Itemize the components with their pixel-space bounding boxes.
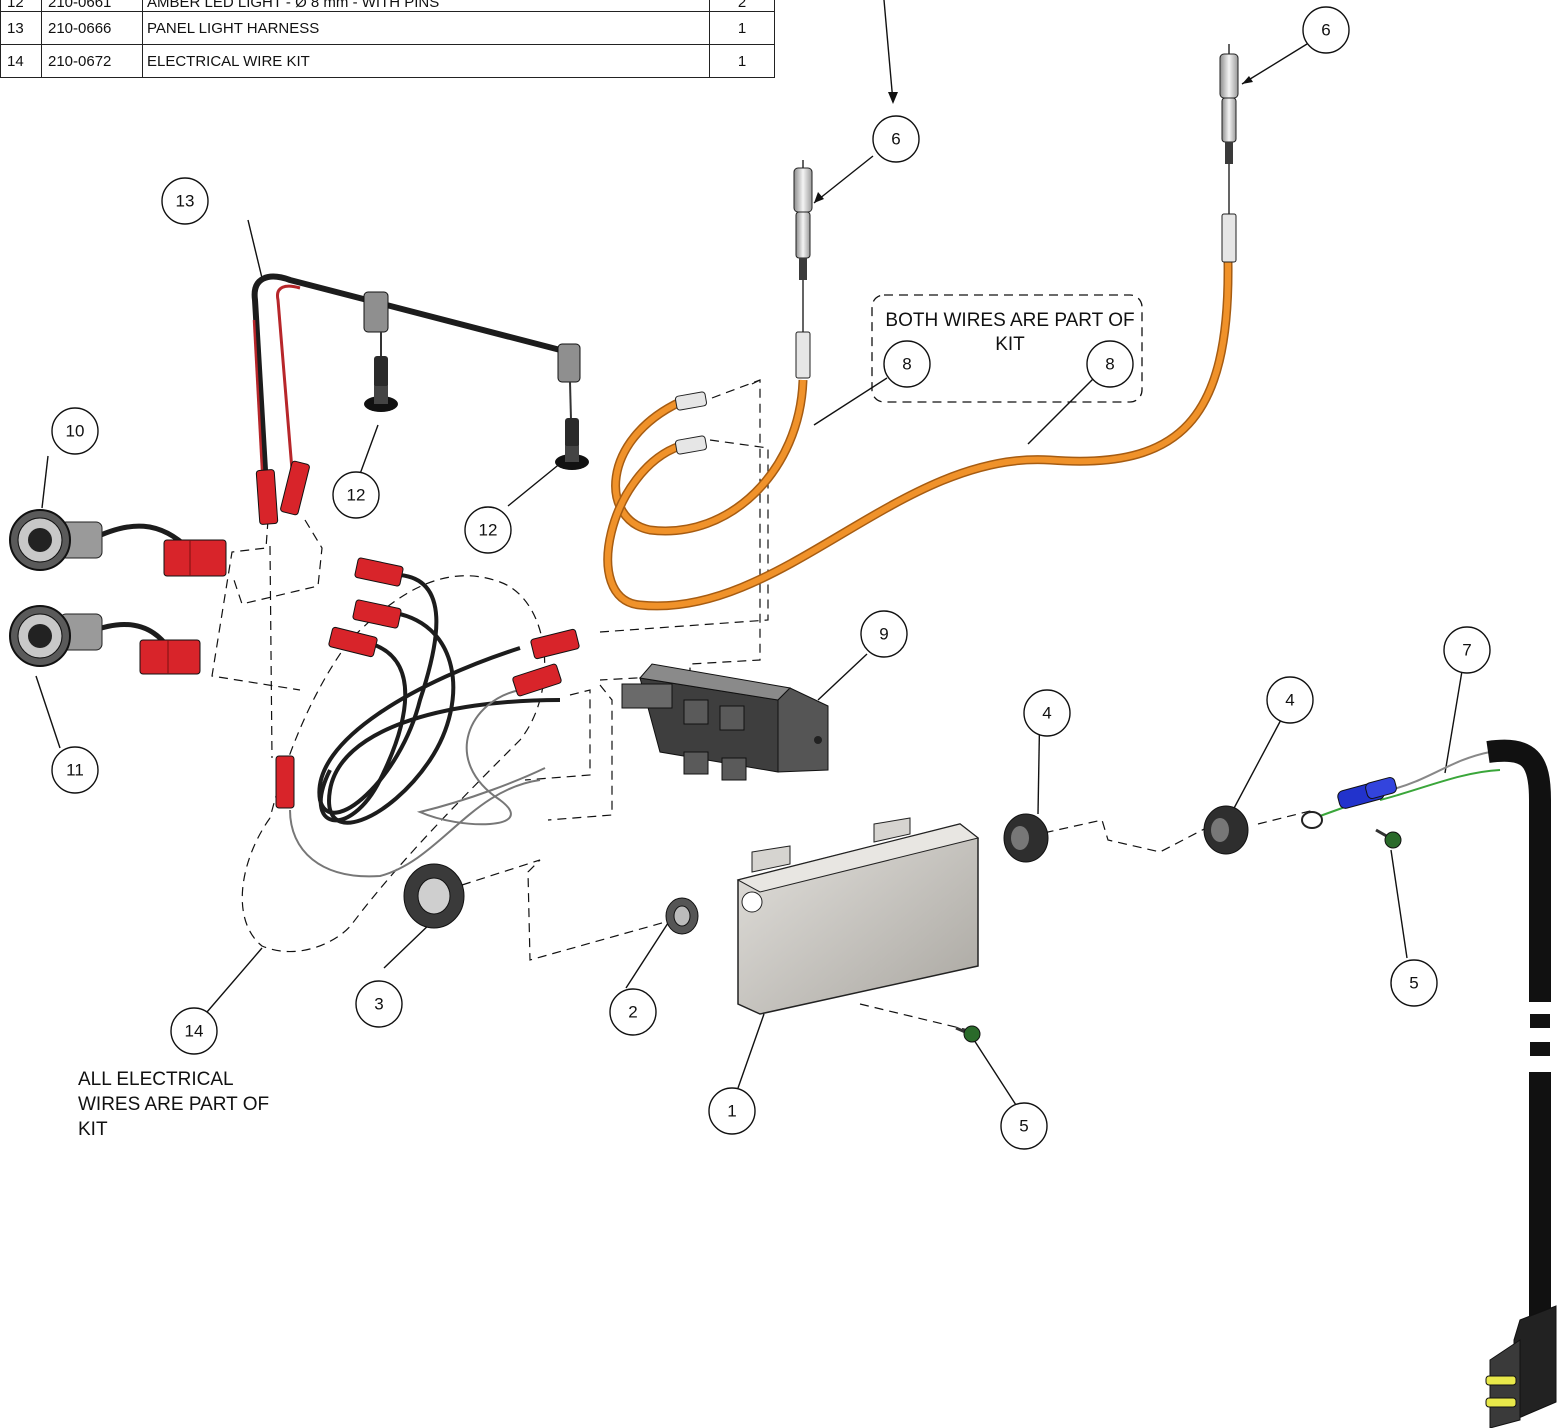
callout-label: 12 <box>347 486 366 505</box>
callout-balloons <box>51 6 1491 1150</box>
callout-label: 5 <box>1409 974 1418 993</box>
spark-ignitor <box>621 663 829 781</box>
callout-12 <box>332 471 380 519</box>
callout-label: 8 <box>1105 355 1114 374</box>
kit-note-all-wires: ALL ELECTRICAL WIRES ARE PART OF KIT <box>78 1069 270 1140</box>
part-quantity: 1 <box>709 11 775 45</box>
power-plug <box>1485 1305 1557 1428</box>
callout-label: 6 <box>1321 21 1330 40</box>
kit-note-both-wires: BOTH WIRES ARE PART OF KIT <box>885 310 1135 355</box>
callout-label: 7 <box>1462 641 1471 660</box>
callout-6 <box>872 115 920 163</box>
callout-label: 8 <box>902 355 911 374</box>
leader-lines <box>35 0 1464 1106</box>
callout-11 <box>51 746 99 794</box>
power-cord <box>1319 739 1551 1330</box>
rocker-switch <box>9 605 201 675</box>
callout-9 <box>860 610 908 658</box>
grommet <box>403 863 465 929</box>
ground-screw <box>1375 828 1402 849</box>
strain-relief <box>1203 805 1249 855</box>
wire-end-terminal <box>674 213 1237 455</box>
electrical-wire-kit <box>275 557 580 878</box>
panel-light-harness <box>251 273 581 525</box>
callout-4 <box>1266 676 1314 724</box>
wire-splice <box>1337 777 1397 809</box>
table-row: 14 210-0672 ELECTRICAL WIRE KIT 1 <box>0 44 775 78</box>
ground-screw <box>955 1025 981 1043</box>
igniter-electrode <box>793 160 813 332</box>
callout-8 <box>1086 340 1134 388</box>
igniter-electrode <box>1219 44 1239 214</box>
amber-led-light <box>364 332 398 412</box>
callout-5 <box>1390 959 1438 1007</box>
callout-2 <box>609 988 657 1036</box>
callout-1 <box>708 1087 756 1135</box>
ignitor-housing <box>736 817 980 1015</box>
callout-14 <box>170 1007 218 1055</box>
callout-13 <box>161 177 209 225</box>
callout-6 <box>1302 6 1350 54</box>
part-quantity: 1 <box>709 44 775 78</box>
ignition-wire <box>603 261 1233 611</box>
rocker-switch <box>9 509 227 577</box>
callout-label: 9 <box>879 625 888 644</box>
part-description: ELECTRICAL WIRE KIT <box>142 44 710 78</box>
callout-label: 10 <box>66 422 85 441</box>
callout-5 <box>1000 1102 1048 1150</box>
part-description: PANEL LIGHT HARNESS <box>142 11 710 45</box>
parts-table: 12 210-0661 AMBER LED LIGHT - Ø 8 mm - W… <box>0 0 775 78</box>
callout-label: 14 <box>185 1022 204 1041</box>
amber-led-light <box>555 381 589 470</box>
callout-8 <box>883 340 931 388</box>
callout-label: 4 <box>1042 704 1051 723</box>
kit-note-box <box>871 294 1143 403</box>
callout-labels: 1 2 3 4 4 5 5 6 6 7 8 8 9 10 11 12 12 13… <box>66 21 1472 1136</box>
grommet <box>665 897 699 935</box>
callout-label: 13 <box>176 192 195 211</box>
leader-arrowheads <box>814 76 1253 203</box>
part-number: 210-0672 <box>41 44 143 78</box>
table-row: 13 210-0666 PANEL LIGHT HARNESS 1 <box>0 11 775 45</box>
callout-label: 6 <box>891 130 900 149</box>
callout-10 <box>51 407 99 455</box>
callout-label: 11 <box>66 761 84 780</box>
callout-3 <box>355 980 403 1028</box>
callout-12 <box>464 506 512 554</box>
ring-terminal <box>1301 811 1323 829</box>
callout-label: 4 <box>1285 691 1294 710</box>
callout-label: 5 <box>1019 1117 1028 1136</box>
callout-label: 12 <box>479 521 498 540</box>
strain-relief <box>1003 813 1049 863</box>
callout-7 <box>1443 626 1491 674</box>
callout-4 <box>1023 689 1071 737</box>
callout-label: 1 <box>727 1102 736 1121</box>
item-number: 14 <box>0 44 42 78</box>
callout-label: 2 <box>628 1003 637 1022</box>
part-number: 210-0666 <box>41 11 143 45</box>
callout-label: 3 <box>374 995 383 1014</box>
